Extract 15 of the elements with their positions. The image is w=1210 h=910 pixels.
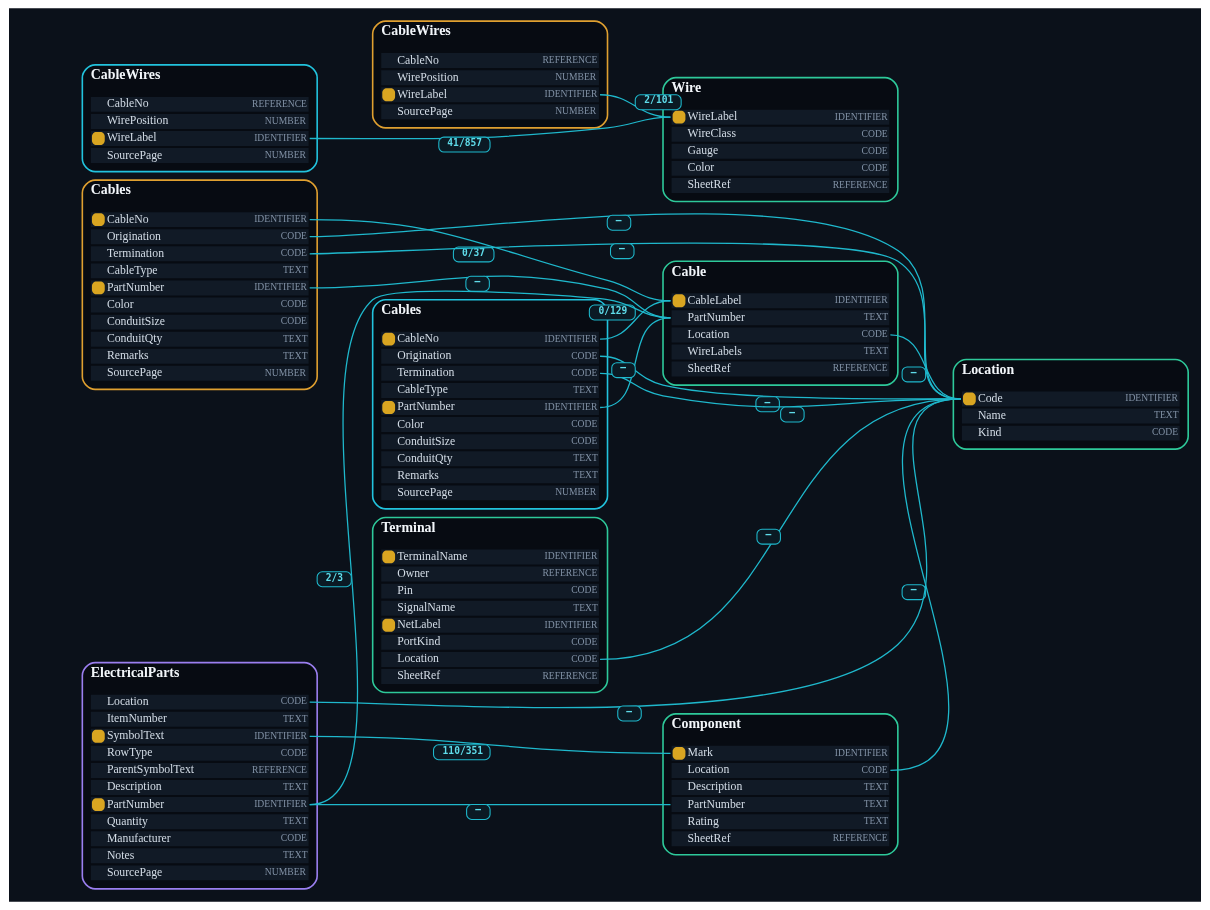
edge-label: – — [475, 804, 481, 816]
edge-label: – — [765, 528, 772, 540]
edge-label: 2/3 — [325, 571, 344, 583]
edge-label: – — [910, 366, 917, 378]
edge-label: – — [789, 406, 795, 418]
edge-label: 41/857 — [447, 136, 482, 148]
edge-label: – — [764, 396, 771, 408]
edge-label: 0/37 — [461, 246, 486, 258]
edge-label: – — [615, 215, 622, 227]
edge-label: – — [910, 584, 917, 596]
edge-label: – — [474, 275, 481, 287]
edge-label: 110/351 — [442, 744, 484, 756]
edge-label: – — [620, 362, 627, 374]
edge-label: – — [626, 705, 633, 717]
edge-label: – — [619, 243, 625, 255]
